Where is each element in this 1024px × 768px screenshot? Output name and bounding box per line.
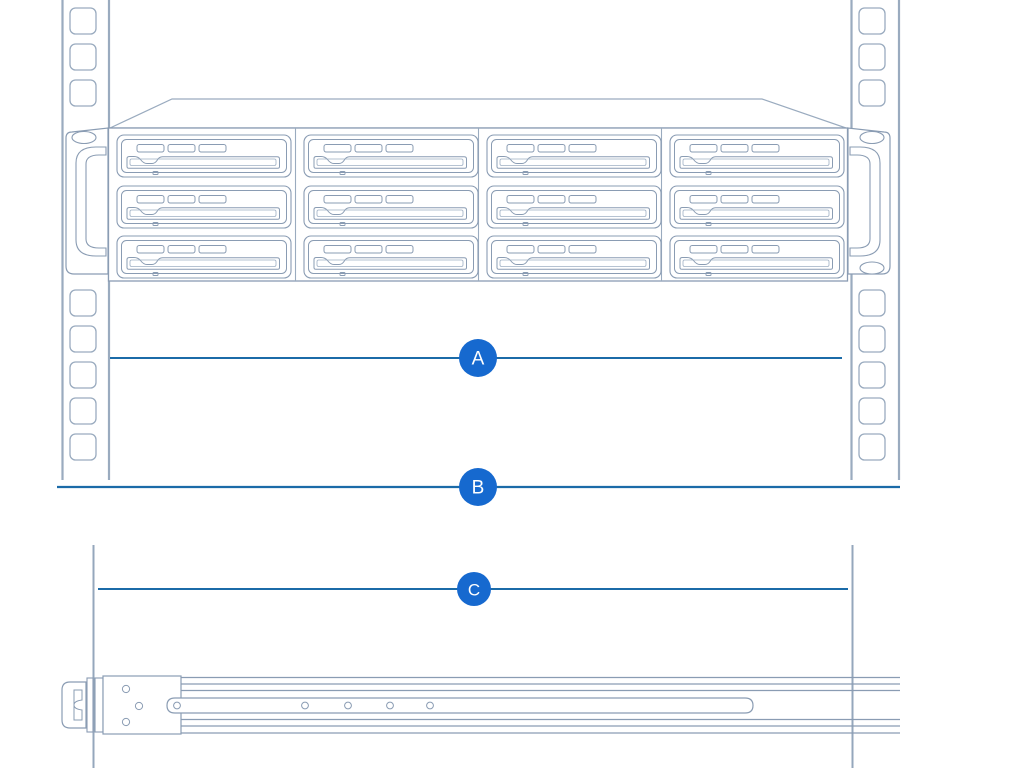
rail-latch-hole: [344, 701, 352, 710]
callout-a-badge[interactable]: [459, 339, 497, 377]
drive-bay[interactable]: [303, 235, 479, 279]
server-chassis: [65, 98, 891, 282]
chassis-top-lid: [109, 98, 847, 132]
drive-bay[interactable]: [486, 134, 662, 178]
drive-bay[interactable]: [669, 185, 845, 229]
ear-thumb-oval: [71, 130, 97, 145]
drive-bay[interactable]: [669, 134, 845, 178]
rail-assembly: [61, 675, 900, 735]
rail-body: [166, 676, 900, 734]
drive-bay[interactable]: [116, 134, 292, 178]
chassis-ear-left[interactable]: [65, 127, 109, 275]
callout-a-label: A: [472, 349, 485, 370]
callout-c[interactable]: C: [98, 572, 848, 606]
drive-bay-grid: [116, 128, 845, 281]
callout-b-badge[interactable]: [459, 468, 497, 506]
ear-thumb-oval-lower: [859, 261, 885, 275]
callout-b[interactable]: B: [57, 468, 900, 506]
bracket-hole: [121, 684, 131, 694]
rail-latch-hole: [173, 701, 181, 710]
rail-slide-channel: [166, 697, 754, 714]
chassis-ear-right[interactable]: [847, 127, 891, 275]
ear-c-handle: [849, 146, 881, 257]
rail-plate-b: [94, 677, 104, 733]
callout-c-label: C: [468, 581, 480, 600]
drive-bay[interactable]: [303, 134, 479, 178]
ear-thumb-oval: [859, 130, 885, 145]
drive-bay[interactable]: [116, 185, 292, 229]
ear-c-handle: [75, 146, 107, 257]
drive-bay[interactable]: [486, 185, 662, 229]
rail-latch-hole: [301, 701, 309, 710]
bracket-hole: [134, 701, 144, 711]
drive-bay[interactable]: [486, 235, 662, 279]
rail-latch-hole: [386, 701, 394, 710]
rail-latch-hole: [426, 701, 434, 710]
drive-bay[interactable]: [116, 235, 292, 279]
rail-end-cap: [61, 681, 87, 729]
drive-bay[interactable]: [669, 235, 845, 279]
callout-a[interactable]: A: [110, 339, 842, 377]
bracket-hole: [121, 717, 131, 727]
rail-plate-a: [86, 677, 94, 733]
callout-b-label: B: [472, 478, 485, 499]
callout-c-badge[interactable]: [457, 572, 491, 606]
drive-bay[interactable]: [303, 185, 479, 229]
